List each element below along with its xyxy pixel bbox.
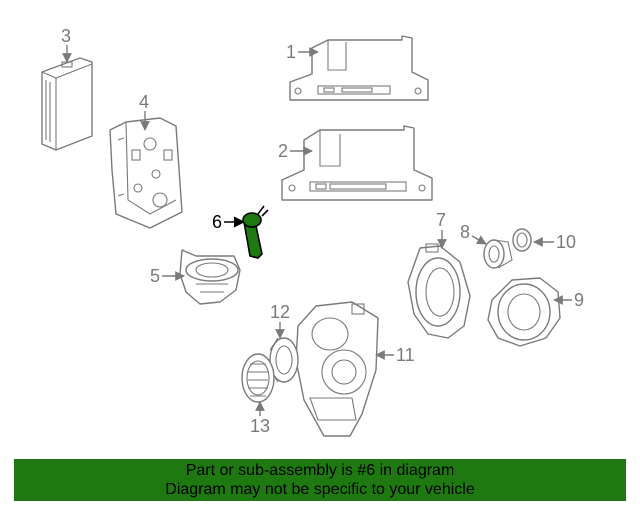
part-6-highlighted[interactable] xyxy=(242,205,269,259)
part-7-speaker[interactable] xyxy=(407,243,471,339)
exploded-parts-diagram: 1 2 3 4 5 xyxy=(41,26,584,437)
part-12-speaker[interactable] xyxy=(269,337,299,383)
callout-11: 11 xyxy=(396,345,415,365)
banner-line-2: Diagram may not be specific to your vehi… xyxy=(165,481,475,498)
part-4-bracket[interactable] xyxy=(109,117,183,229)
callout-6: 6 xyxy=(212,212,222,232)
callout-5: 5 xyxy=(150,266,160,286)
highlight-notice-banner: Part or sub-assembly is #6 in diagram Di… xyxy=(14,459,626,501)
callout-12: 12 xyxy=(270,302,290,322)
part-3-amplifier[interactable] xyxy=(41,57,93,151)
callout-2: 2 xyxy=(278,141,288,161)
callout-13: 13 xyxy=(250,416,270,436)
part-9-speaker[interactable] xyxy=(487,277,561,347)
part-8-tweeter[interactable] xyxy=(483,239,513,269)
callout-1: 1 xyxy=(286,42,296,62)
callout-10: 10 xyxy=(556,232,576,252)
part-10-ring[interactable] xyxy=(512,228,532,252)
callout-4: 4 xyxy=(139,92,149,112)
callout-9: 9 xyxy=(574,290,584,310)
part-11-enclosure[interactable] xyxy=(295,301,379,437)
part-1-head-unit[interactable] xyxy=(289,35,429,101)
banner-line-1: Part or sub-assembly is #6 in diagram xyxy=(185,462,455,479)
part-2-head-unit[interactable] xyxy=(281,125,433,201)
callout-3: 3 xyxy=(61,26,71,46)
part-13-grille[interactable] xyxy=(241,353,275,403)
part-5-speaker[interactable] xyxy=(179,249,241,305)
callout-7: 7 xyxy=(436,210,446,230)
callout-8: 8 xyxy=(460,222,470,242)
